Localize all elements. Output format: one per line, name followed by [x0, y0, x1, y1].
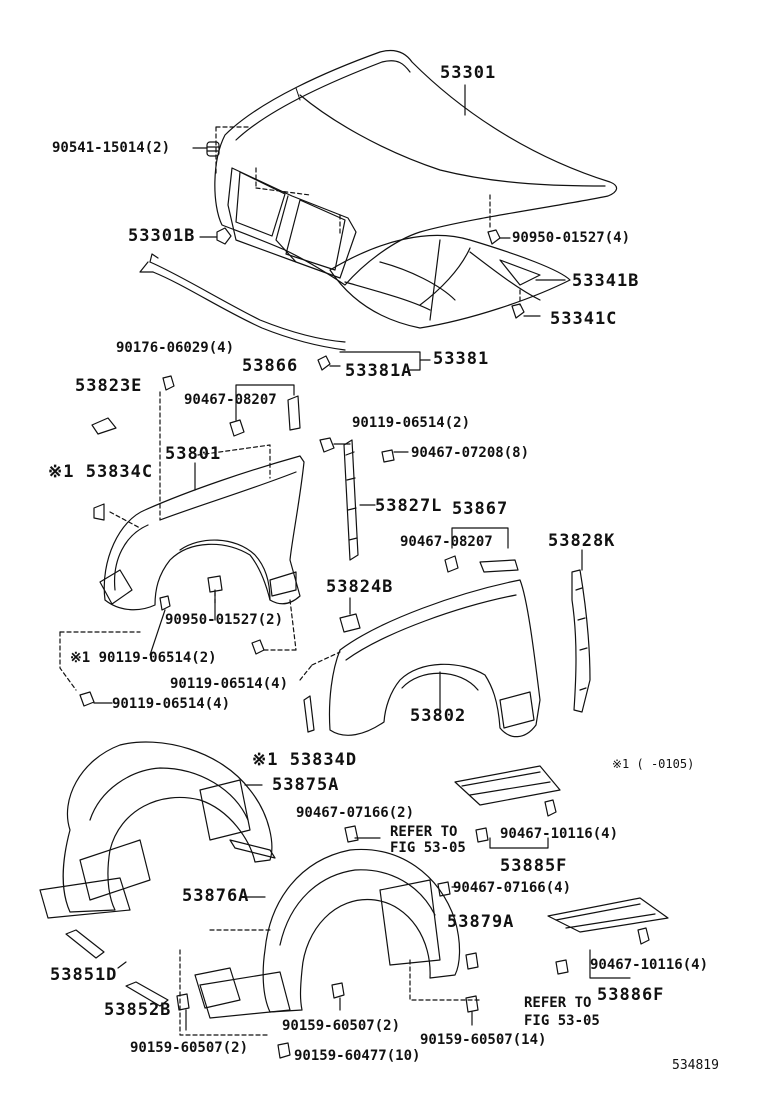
fender-53801 — [100, 392, 304, 650]
label-90176-06029: 90176-06029(4) — [116, 340, 235, 356]
label-90159-60507-2-a: 90159-60507(2) — [282, 1018, 401, 1034]
label-53834C: ※1 53834C — [48, 462, 154, 482]
label-90467-07166-2: 90467-07166(2) — [296, 805, 415, 821]
label-90541-15014: 90541-15014(2) — [52, 140, 171, 156]
hood-53301 — [215, 50, 617, 328]
label-90119-06514-4-a: 90119-06514(4) — [170, 676, 289, 692]
refer-to-1-line2: FIG 53-05 — [390, 840, 466, 856]
label-53801: 53801 — [165, 444, 222, 464]
label-53851D: 53851D — [50, 965, 118, 985]
label-53823E: 53823E — [75, 376, 143, 396]
label-90950-01527-2: 90950-01527(2) — [165, 612, 284, 628]
label-90467-08207-b: 90467-08207 — [400, 534, 493, 550]
label-90467-10116-4-a: 90467-10116(4) — [500, 826, 619, 842]
under-cover-53885F — [455, 766, 560, 848]
liner-53876A — [180, 849, 480, 1035]
label-53381A: 53381A — [345, 361, 413, 381]
label-53879A: 53879A — [447, 912, 515, 932]
label-90159-60477: 90159-60477(10) — [294, 1048, 421, 1064]
bolts — [177, 826, 478, 1058]
liner-53875A — [40, 742, 275, 918]
label-90119-06514-2-star: ※1 90119-06514(2) — [70, 650, 217, 666]
hood-fasteners — [193, 142, 565, 318]
label-53341B: 53341B — [572, 271, 640, 291]
brackets-53851D-53852B — [66, 930, 168, 1006]
label-53885F: 53885F — [500, 856, 568, 876]
label-53802: 53802 — [410, 706, 467, 726]
label-53866: 53866 — [242, 356, 299, 376]
label-53867: 53867 — [452, 499, 509, 519]
label-90159-60507-14: 90159-60507(14) — [420, 1032, 547, 1048]
refer-to-2-line1: REFER TO — [524, 995, 592, 1011]
refer-to-2-line2: FIG 53-05 — [524, 1013, 600, 1029]
label-53341C: 53341C — [550, 309, 618, 329]
label-90159-60507-2-b: 90159-60507(2) — [130, 1040, 249, 1056]
label-90119-06514-2: 90119-06514(2) — [352, 415, 471, 431]
note-1: ※1 ( -0105) — [612, 757, 695, 771]
label-53834D: ※1 53834D — [252, 750, 358, 770]
label-53301: 53301 — [440, 63, 497, 83]
seal-53827L — [344, 440, 375, 560]
refer-to-1-line1: REFER TO — [390, 824, 458, 840]
bracket-53867 — [445, 528, 518, 572]
label-90950-01527-4: 90950-01527(4) — [512, 230, 631, 246]
label-90467-07166-4: 90467-07166(4) — [453, 880, 572, 896]
label-90467-07208: 90467-07208(8) — [411, 445, 530, 461]
fender-clips — [60, 376, 408, 706]
label-53824B: 53824B — [326, 577, 394, 597]
label-53886F: 53886F — [597, 985, 665, 1005]
label-53301B: 53301B — [128, 226, 196, 246]
under-cover-53886F — [548, 898, 668, 978]
label-53381: 53381 — [433, 349, 490, 369]
label-53876A: 53876A — [182, 886, 250, 906]
label-90119-06514-4-b: 90119-06514(4) — [112, 696, 231, 712]
label-53852B: 53852B — [104, 1000, 172, 1020]
label-53828K: 53828K — [548, 531, 616, 551]
label-90467-10116-4-b: 90467-10116(4) — [590, 957, 709, 973]
label-53875A: 53875A — [272, 775, 340, 795]
label-90467-08207-a: 90467-08207 — [184, 392, 277, 408]
fender-53802 — [300, 580, 540, 737]
seal-53828K — [572, 550, 590, 712]
label-53827L: 53827L — [375, 496, 443, 516]
figure-id: 534819 — [672, 1058, 719, 1073]
hood-seal-53381 — [140, 254, 430, 370]
